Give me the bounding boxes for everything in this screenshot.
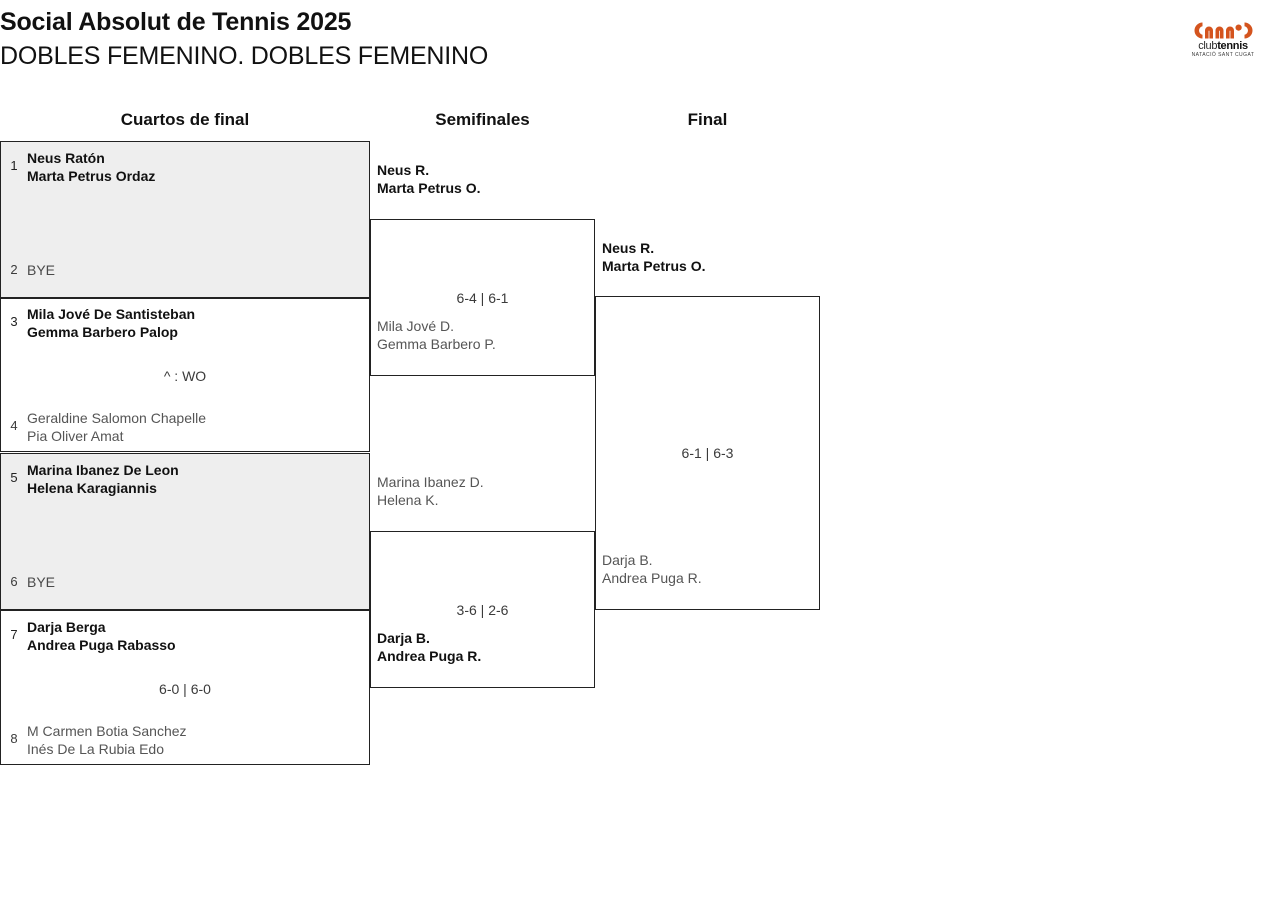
match-sf-1-score: 6-4 | 6-1 — [456, 289, 509, 306]
logo-word-club: club — [1198, 40, 1218, 52]
team-names: Darja Berga Andrea Puga Rabasso — [27, 619, 176, 653]
match-qf-1[interactable]: 1 Neus Ratón Marta Petrus Ordaz 2 BYE — [0, 141, 370, 298]
match-qf-4[interactable]: 7 Darja Berga Andrea Puga Rabasso 6-0 | … — [0, 610, 370, 765]
seed-number: 4 — [10, 418, 18, 433]
match-qf-2-bottom-entrant[interactable]: 4 Geraldine Salomon Chapelle Pia Oliver … — [1, 409, 369, 445]
match-qf-4-score: 6-0 | 6-0 — [159, 681, 211, 697]
page-header: Social Absolut de Tennis 2025 DOBLES FEM… — [0, 0, 1280, 86]
team-names: BYE — [27, 262, 56, 278]
logo-wordmark: clubtennis — [1188, 40, 1258, 52]
match-sf-1-top-entrant[interactable]: Neus R. Marta Petrus O. — [377, 162, 481, 196]
logo-mark-icon — [1194, 22, 1253, 39]
match-qf-2[interactable]: 3 Mila Jové De Santisteban Gemma Barbero… — [0, 298, 370, 452]
team-names: BYE — [27, 574, 56, 590]
team-names: M Carmen Botia Sanchez Inés De La Rubia … — [27, 723, 187, 757]
match-sf-2-top-entrant[interactable]: Marina Ibanez D. Helena K. — [377, 474, 484, 508]
match-qf-2-top-entrant[interactable]: 3 Mila Jové De Santisteban Gemma Barbero… — [1, 305, 369, 341]
match-final[interactable]: 6-1 | 6-3 — [595, 296, 820, 610]
seed-number: 5 — [10, 470, 18, 485]
match-qf-1-top-entrant[interactable]: 1 Neus Ratón Marta Petrus Ordaz — [1, 149, 369, 185]
team-names: Mila Jové De Santisteban Gemma Barbero P… — [27, 306, 196, 340]
round-header-semifinals: Semifinales — [435, 110, 530, 129]
team-names: Geraldine Salomon Chapelle Pia Oliver Am… — [27, 410, 206, 444]
logo-word-tennis: tennis — [1217, 40, 1248, 52]
tournament-title: Social Absolut de Tennis 2025 — [0, 8, 352, 36]
round-header-quarterfinals: Cuartos de final — [120, 110, 250, 129]
match-sf-2[interactable]: 3-6 | 2-6 — [370, 531, 595, 688]
match-qf-4-top-entrant[interactable]: 7 Darja Berga Andrea Puga Rabasso — [1, 618, 369, 654]
club-logo: clubtennis NATACIÓ SANT CUGAT — [1188, 22, 1258, 60]
team-names: Marina Ibanez De Leon Helena Karagiannis — [27, 462, 179, 496]
match-qf-3-bottom-entrant: 6 BYE — [1, 573, 369, 591]
match-sf-1[interactable]: 6-4 | 6-1 — [370, 219, 595, 376]
match-sf-2-bottom-entrant[interactable]: Darja B. Andrea Puga R. — [377, 630, 482, 664]
match-sf-2-score: 3-6 | 2-6 — [456, 601, 509, 618]
seed-number: 1 — [10, 158, 18, 173]
seed-number: 6 — [10, 574, 18, 589]
match-sf-1-bottom-entrant[interactable]: Mila Jové D. Gemma Barbero P. — [377, 318, 496, 352]
seed-number: 3 — [10, 314, 18, 329]
seed-number: 8 — [10, 731, 18, 746]
match-qf-2-score: ^ : WO — [163, 368, 207, 384]
seed-number: 7 — [10, 627, 18, 642]
match-final-top-entrant[interactable]: Neus R. Marta Petrus O. — [602, 240, 706, 274]
seed-number: 2 — [10, 262, 18, 277]
team-names: Neus Ratón Marta Petrus Ordaz — [27, 150, 156, 184]
match-final-score: 6-1 | 6-3 — [681, 445, 734, 461]
match-final-bottom-entrant[interactable]: Darja B. Andrea Puga R. — [602, 552, 702, 586]
round-header-final: Final — [687, 110, 728, 129]
match-qf-1-bottom-entrant: 2 BYE — [1, 261, 369, 279]
logo-subtitle: NATACIÓ SANT CUGAT — [1191, 52, 1255, 58]
tournament-subtitle: DOBLES FEMENINO. DOBLES FEMENINO — [0, 42, 489, 70]
match-qf-4-bottom-entrant[interactable]: 8 M Carmen Botia Sanchez Inés De La Rubi… — [1, 722, 369, 758]
match-qf-3-top-entrant[interactable]: 5 Marina Ibanez De Leon Helena Karagiann… — [1, 461, 369, 497]
match-qf-3[interactable]: 5 Marina Ibanez De Leon Helena Karagiann… — [0, 453, 370, 610]
